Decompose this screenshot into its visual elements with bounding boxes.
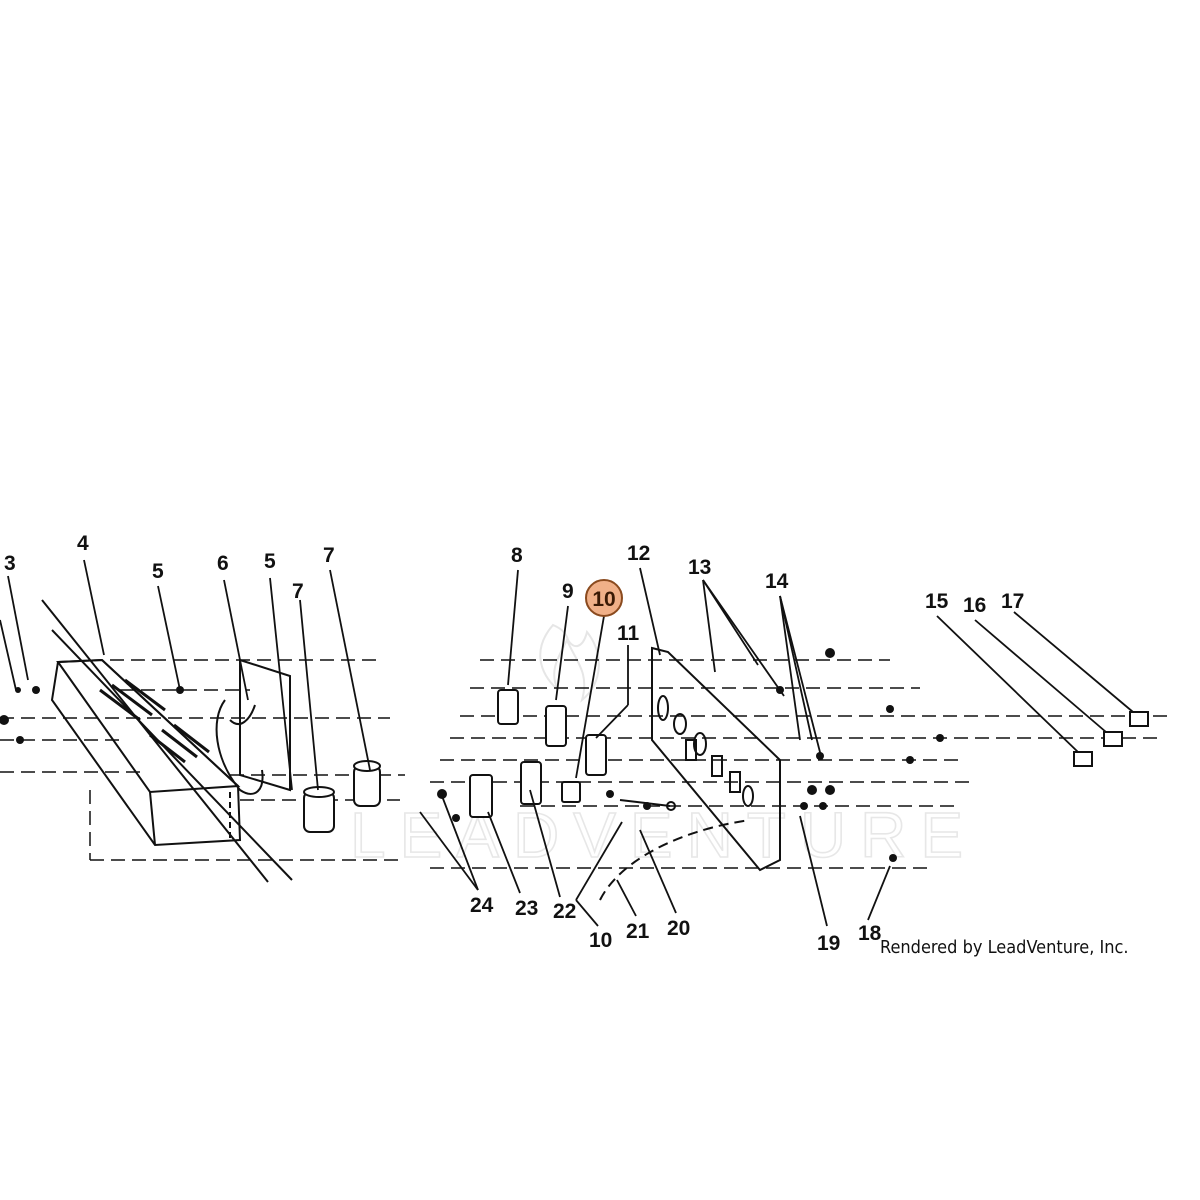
callout-14[interactable]: 14 [765,570,789,593]
render-credit: Rendered by LeadVenture, Inc. [880,937,1129,958]
callout-10[interactable]: 10 [589,929,612,952]
brackets [469,689,607,818]
callout-3[interactable]: 3 [4,552,16,575]
chassis-panel [651,646,781,872]
callout-labels: 3 4 5 6 5 7 7 8 9 10 11 12 13 14 15 16 1… [4,532,1024,955]
callout-9[interactable]: 9 [562,580,574,603]
callout-17[interactable]: 17 [1001,590,1024,613]
callout-13[interactable]: 13 [688,556,711,579]
callout-18[interactable]: 18 [858,922,882,945]
callout-7[interactable]: 7 [292,580,304,603]
callout-24[interactable]: 24 [470,894,494,917]
housing-assembly [41,599,293,883]
callout-23[interactable]: 23 [515,897,538,920]
callout-4[interactable]: 4 [77,532,89,555]
watermark-flame-icon [539,623,600,703]
highlighted-callout-ring [585,579,623,617]
callout-20[interactable]: 20 [667,917,690,940]
callout-5[interactable]: 5 [152,560,164,583]
callout-22[interactable]: 22 [553,900,576,923]
capacitors [303,760,381,833]
terminals [1073,711,1149,767]
callout-15[interactable]: 15 [925,590,949,613]
callout-5[interactable]: 5 [264,550,276,573]
callout-7[interactable]: 7 [323,544,335,567]
callout-21[interactable]: 21 [626,920,650,943]
callout-10-highlighted[interactable]: 10 [592,588,615,611]
leader-lines [0,559,1134,927]
watermark-text: LEADVENTURE [350,799,977,871]
wiring-panel [215,658,291,795]
callout-6[interactable]: 6 [217,552,229,575]
callout-8[interactable]: 8 [511,544,523,567]
callout-12[interactable]: 12 [627,542,650,565]
callout-11[interactable]: 11 [617,622,640,645]
callout-19[interactable]: 19 [817,932,840,955]
watermark: LEADVENTURE [349,623,977,872]
callout-16[interactable]: 16 [963,594,986,617]
